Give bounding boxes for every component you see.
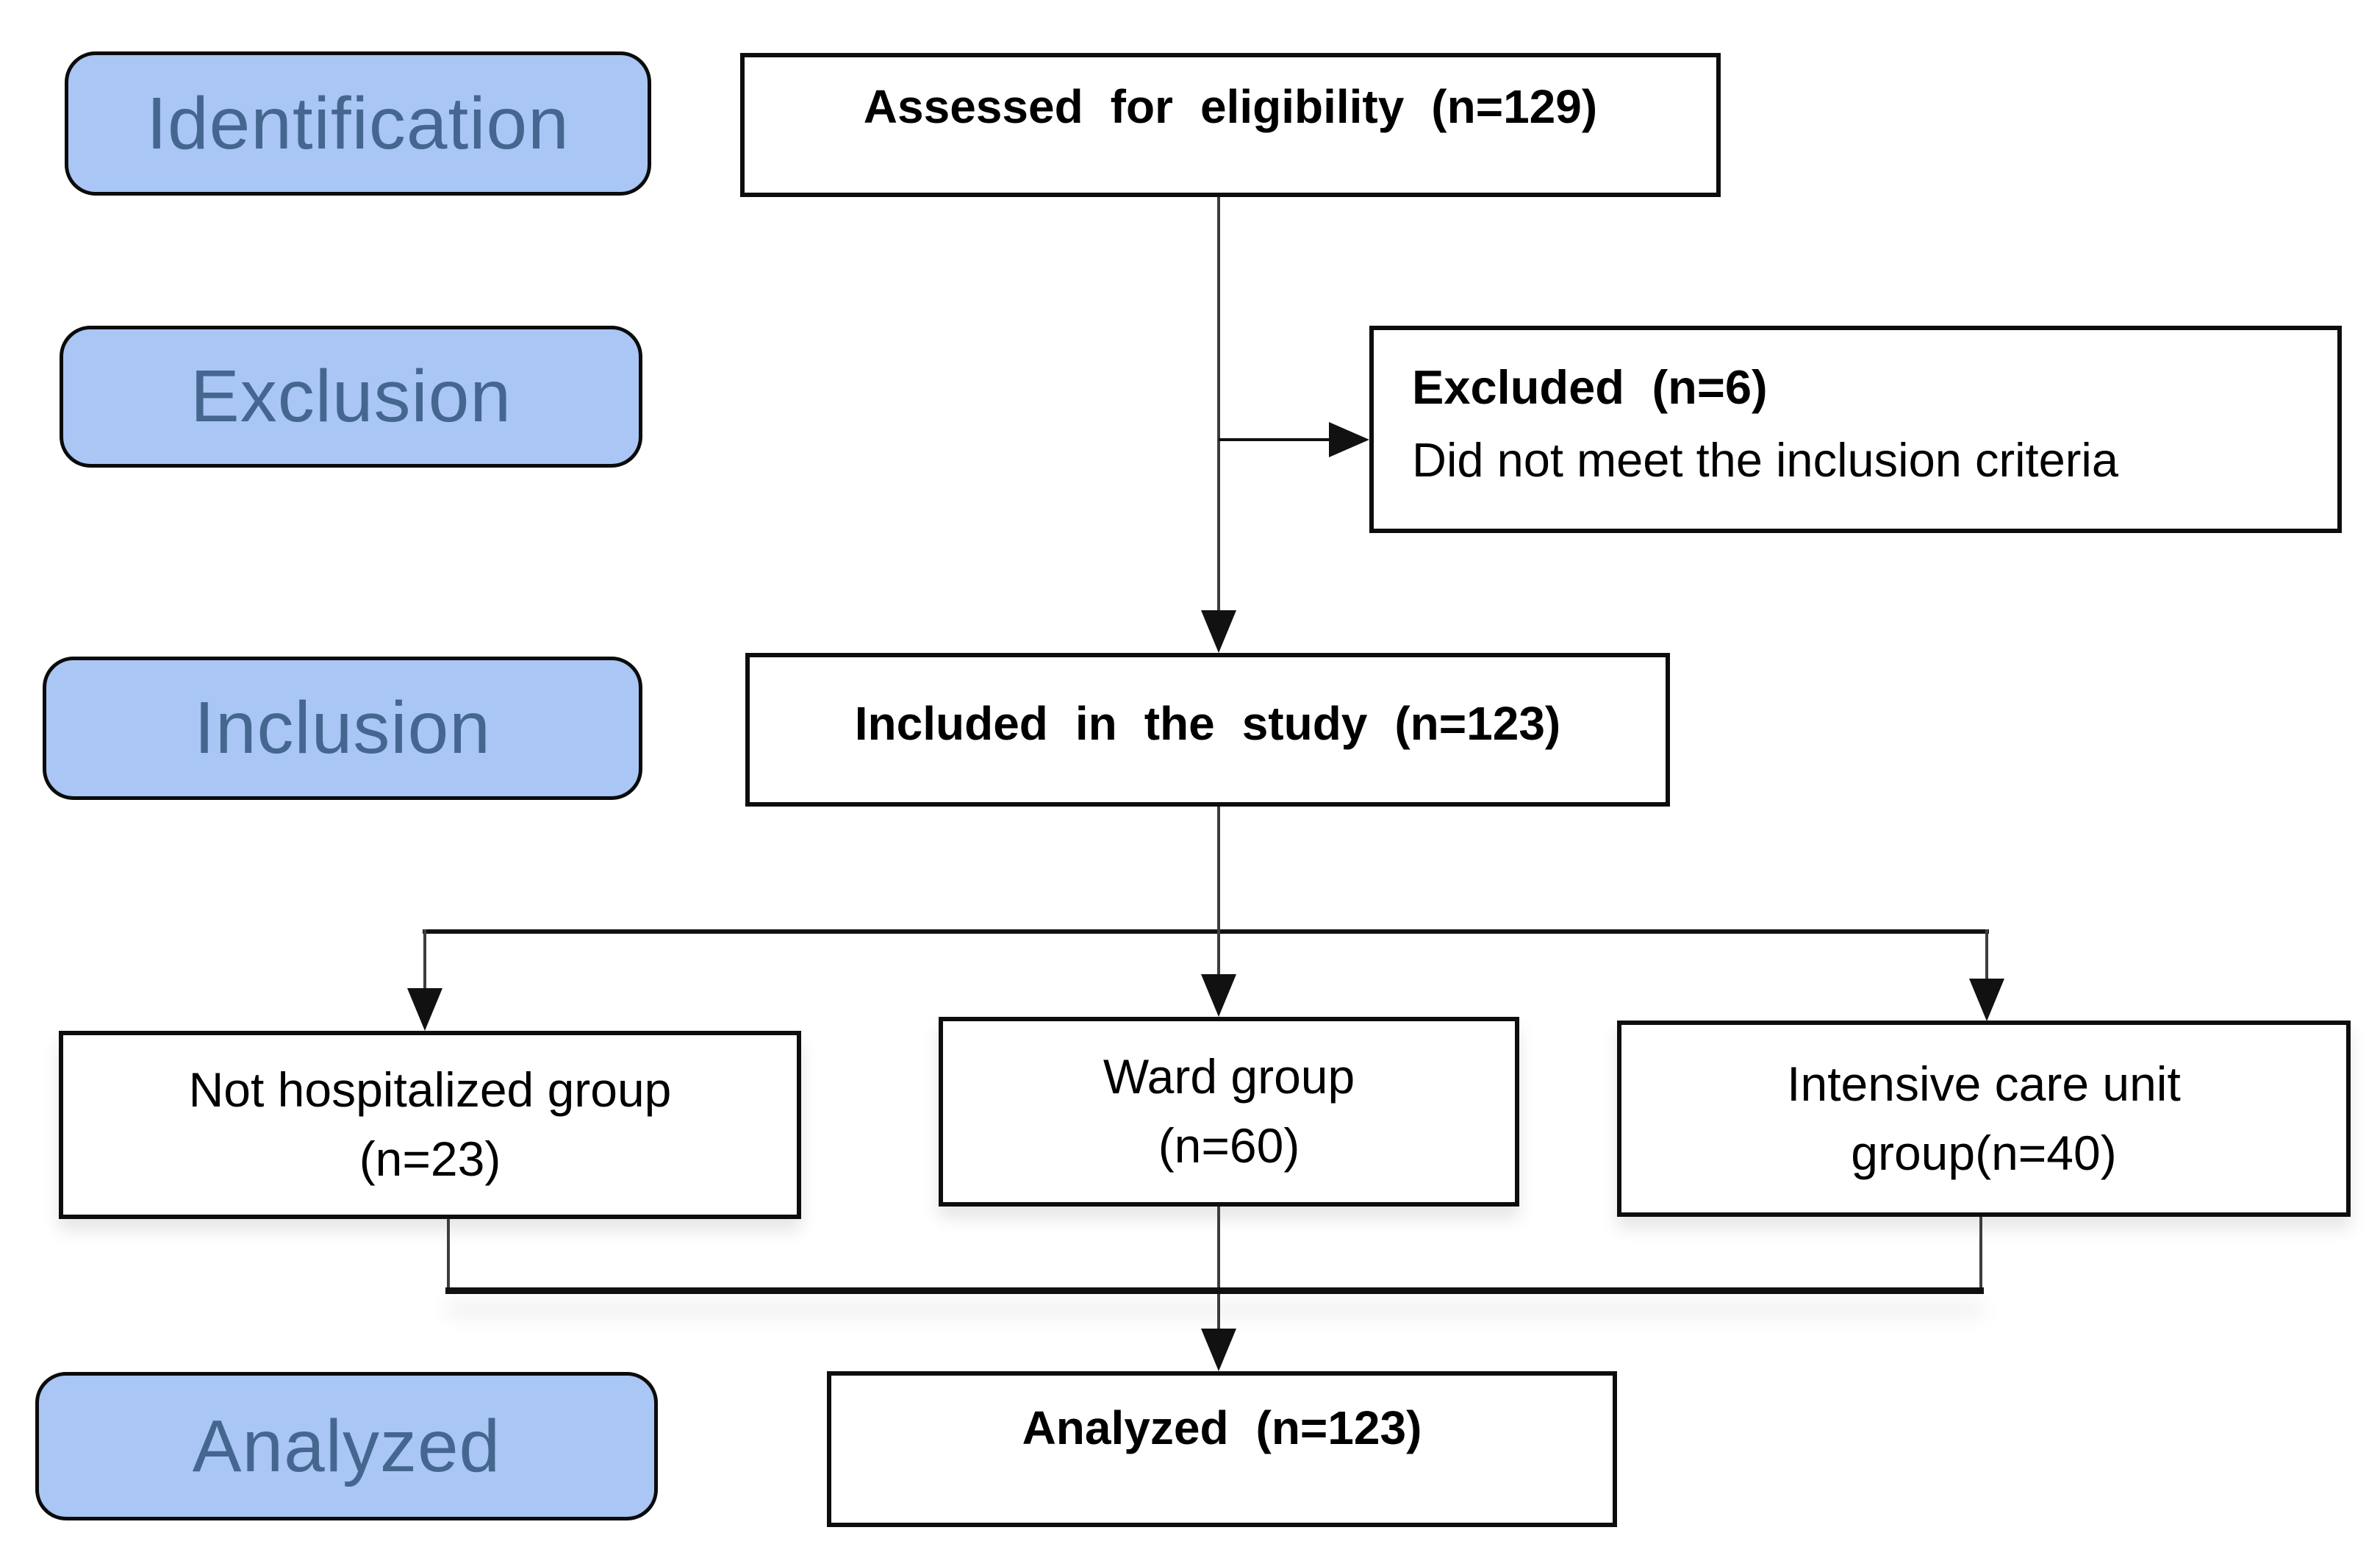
node-not-hospitalized-name: Not hospitalized group xyxy=(188,1062,672,1118)
node-excluded: Excluded (n=6) Did not meet the inclusio… xyxy=(1369,326,2342,533)
node-not-hospitalized-group: Not hospitalized group (n=23) xyxy=(59,1031,801,1219)
node-excluded-title: Excluded (n=6) xyxy=(1412,360,1768,415)
node-ward-count: (n=60) xyxy=(1158,1118,1300,1173)
stage-analyzed-label: Analyzed xyxy=(192,1404,501,1487)
connector-included-to-branch xyxy=(1217,807,1220,931)
node-ward-group: Ward group (n=60) xyxy=(939,1017,1519,1207)
stage-identification: Identification xyxy=(65,51,651,196)
node-included-in-study: Included in the study (n=123) xyxy=(745,653,1670,807)
merge-line-bottom xyxy=(445,1287,1984,1294)
branch-line-top xyxy=(423,929,1989,934)
arrowhead-into-icu-icon xyxy=(1969,979,2004,1021)
node-excluded-reason: Did not meet the inclusion criteria xyxy=(1412,433,2119,487)
node-icu-count: group(n=40) xyxy=(1851,1125,2117,1180)
node-not-hospitalized-count: (n=23) xyxy=(359,1132,501,1186)
stage-inclusion-label: Inclusion xyxy=(194,687,491,769)
stage-identification-label: Identification xyxy=(146,82,570,165)
stage-exclusion: Exclusion xyxy=(60,326,642,468)
node-intensive-care-unit-group: Intensive care unit group(n=40) xyxy=(1617,1021,2351,1217)
stage-analyzed: Analyzed xyxy=(35,1372,658,1520)
node-included-label: Included in the study (n=123) xyxy=(854,696,1561,750)
connector-to-excluded xyxy=(1219,438,1330,441)
stage-inclusion: Inclusion xyxy=(43,657,642,800)
arrowhead-into-excluded-icon xyxy=(1329,422,1369,457)
branch-stub-middle xyxy=(1217,929,1220,976)
node-analyzed: Analyzed (n=123) xyxy=(827,1371,1617,1527)
node-analyzed-label: Analyzed (n=123) xyxy=(1022,1401,1422,1454)
node-assessed-label: Assessed for eligibility (n=129) xyxy=(863,80,1598,133)
arrowhead-into-ward-icon xyxy=(1201,974,1236,1017)
merge-stub-right xyxy=(1979,1217,1982,1290)
connector-assessed-to-included xyxy=(1217,197,1220,610)
merge-stub-left xyxy=(447,1219,450,1290)
node-assessed-for-eligibility: Assessed for eligibility (n=129) xyxy=(740,53,1721,197)
arrowhead-into-included-icon xyxy=(1201,610,1236,653)
node-icu-name: Intensive care unit xyxy=(1787,1056,2181,1111)
branch-stub-left xyxy=(423,929,426,991)
arrowhead-into-analyzed-icon xyxy=(1201,1329,1236,1371)
stage-exclusion-label: Exclusion xyxy=(190,355,512,437)
node-ward-name: Ward group xyxy=(1103,1049,1355,1104)
arrowhead-into-not-hospitalized-icon xyxy=(407,988,442,1031)
merge-stub-middle xyxy=(1217,1207,1220,1330)
branch-stub-right xyxy=(1985,929,1988,980)
